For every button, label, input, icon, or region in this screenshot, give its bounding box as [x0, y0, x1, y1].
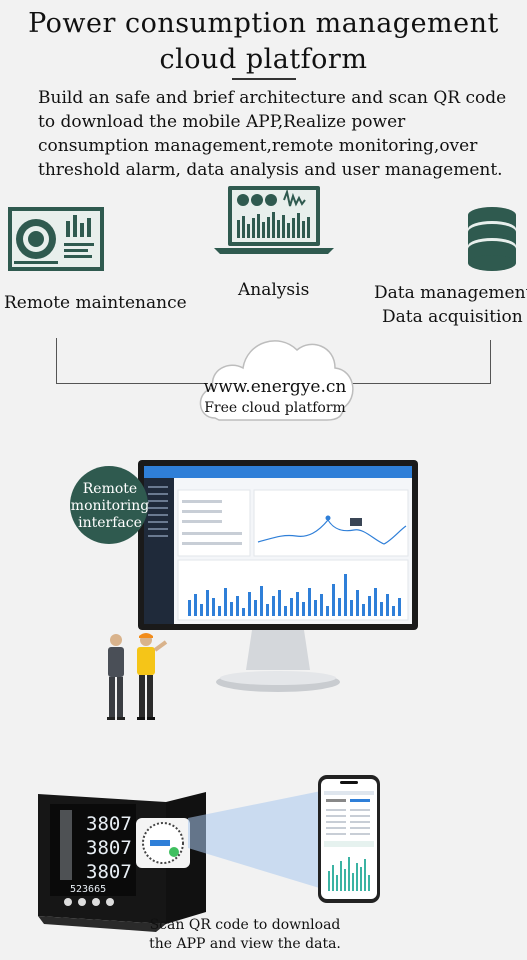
label-data-acquisition: Data acquisition — [382, 307, 523, 327]
monitoring-badge — [70, 466, 148, 544]
scan-caption-line-1: Scan QR code to download — [149, 917, 341, 933]
scan-beam — [188, 790, 326, 890]
monitoring-label-line-2: monitoring — [70, 498, 150, 514]
cloud-subtitle: Free cloud platform — [204, 400, 346, 416]
connector-left-h — [56, 383, 206, 384]
meter-total: 523665 — [70, 884, 106, 895]
intro-text: Build an safe and brief architecture and… — [38, 88, 507, 180]
monitoring-label: Remote monitoring interface — [64, 481, 156, 532]
label-remote-maintenance: Remote maintenance — [4, 293, 187, 313]
smartphone-icon — [318, 775, 380, 903]
monitor-icon — [138, 460, 418, 692]
connector-right — [490, 340, 491, 383]
title-line-2: cloud platform — [159, 44, 368, 75]
database-icon — [468, 207, 516, 271]
title-line-1: Power consumption management — [28, 8, 499, 39]
title-divider — [232, 78, 296, 80]
scan-caption-line-2: the APP and view the data. — [149, 936, 341, 952]
power-meter-icon: 3807 3807 3807 523665 — [38, 792, 206, 932]
monitoring-label-line-1: Remote — [82, 481, 138, 497]
scan-caption: Scan QR code to download the APP and vie… — [140, 916, 350, 954]
engineers-icon — [107, 633, 168, 720]
label-analysis: Analysis — [238, 280, 310, 300]
monitoring-label-line-3: interface — [78, 515, 142, 531]
laptop-analysis-icon — [214, 186, 334, 254]
connector-left — [56, 338, 57, 383]
meter-reading-2: 3807 — [86, 837, 132, 859]
label-data-management: Data management — [374, 283, 527, 303]
qr-code-icon — [136, 818, 190, 868]
connector-right-h — [345, 383, 491, 384]
cloud-icon — [199, 340, 354, 421]
meter-reading-1: 3807 — [86, 813, 132, 835]
meter-reading-3: 3807 — [86, 861, 132, 883]
cloud-url: www.energye.cn — [203, 377, 347, 397]
page-title: Power consumption management cloud platf… — [0, 6, 527, 78]
dashboard-icon — [8, 207, 104, 271]
